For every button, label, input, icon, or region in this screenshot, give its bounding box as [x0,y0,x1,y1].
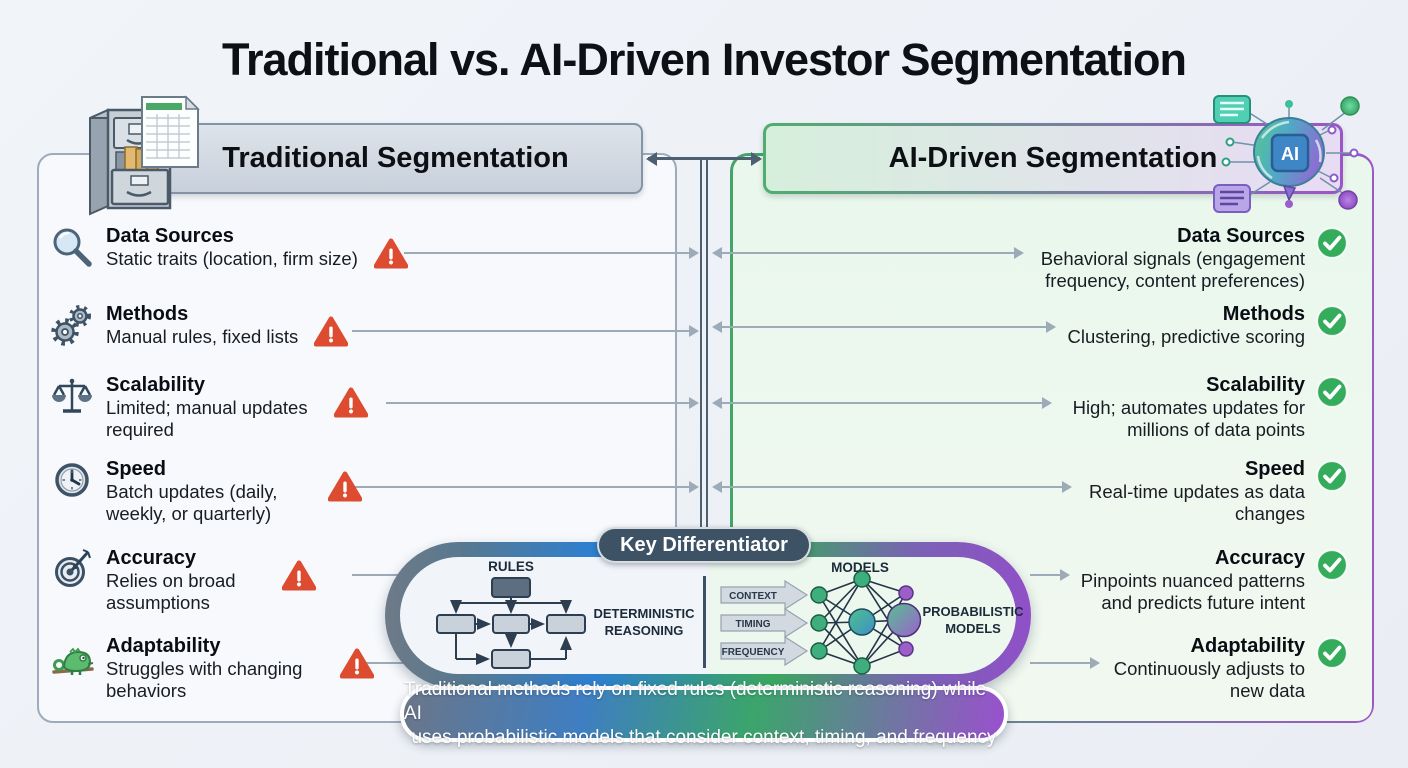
traditional-row-data-sources: Data Sources Static traits (location, fi… [50,224,408,270]
connector-right-1 [712,246,1024,259]
check-icon [1316,376,1348,408]
row-label: Speed [106,458,167,480]
row-desc: Manual rules, fixed lists [106,326,299,347]
rules-label: RULES [488,559,534,574]
warning-icon [282,560,316,591]
traditional-row-adaptability: Adaptability Struggles with changing beh… [50,634,374,701]
caption-banner: Traditional methods rely on fixed rules … [400,679,1008,748]
scale-icon [52,378,92,413]
row-desc: Relies on broad assumptions [106,570,236,613]
headers-connector-arrow [646,151,762,166]
ai-header: AI-Driven Segmentation [763,123,1343,194]
ai-brain-icon: AI [1213,95,1360,213]
connector-right-4 [712,480,1072,493]
row-label: Speed [1244,458,1305,480]
input-context-label: CONTEXT [729,591,777,602]
traditional-row-methods: Methods Manual rules, fixed lists [50,302,349,348]
probabilistic-label-line1: PROBABILISTIC [922,604,1024,619]
row-label: Scalability [106,374,205,396]
check-icon [1316,460,1348,492]
row-label: Scalability [1206,374,1305,396]
row-label: Adaptability [106,635,221,657]
rules-flowchart: RULES DETERMINISTIC REASONING [436,559,695,669]
row-desc: High; automates updates for millions of … [1072,397,1305,440]
connector-right-2 [712,320,1056,333]
probabilistic-label-line2: MODELS [945,621,1001,636]
connector-left-5 [352,574,398,576]
magnifier-icon [53,228,92,267]
ai-row-accuracy: Accuracy Pinpoints nuanced patterns and … [1013,546,1348,613]
traditional-row-speed: Speed Batch updates (daily, weekly, or q… [50,457,362,524]
row-label: Methods [1222,303,1305,325]
row-label: Adaptability [1190,635,1305,657]
connector-left-6 [352,662,404,664]
warning-icon [373,238,408,269]
row-desc: Behavioral signals (engagement frequency… [1040,248,1305,291]
row-desc: Batch updates (daily, weekly, or quarter… [106,481,278,524]
traditional-header: Traditional Segmentation [148,123,643,194]
ai-row-methods: Methods Clustering, predictive scoring [1013,302,1348,348]
ai-row-scalability: Scalability High; automates updates for … [1013,373,1348,440]
models-network: MODELS CONTEXT TIMING FREQUENCY PROBABIL… [720,560,1024,675]
check-icon [1316,637,1348,669]
target-icon [55,549,91,587]
row-desc: Continuously adjusts to new data [1113,658,1305,701]
ai-header-label: AI-Driven Segmentation [888,142,1218,174]
row-desc: Static traits (location, firm size) [106,248,358,269]
connector-right-3 [712,396,1052,409]
ai-chip-label: AI [1281,144,1299,164]
connector-left-4 [352,480,699,493]
pill-divider-line [703,576,706,668]
row-desc: Clustering, predictive scoring [1067,326,1305,347]
row-label: Accuracy [106,547,197,569]
connector-right-5 [1030,568,1070,581]
page-title: Traditional vs. AI-Driven Investor Segme… [221,34,1187,85]
traditional-header-label: Traditional Segmentation [222,142,569,174]
chameleon-icon [52,647,94,675]
gears-icon [51,305,91,346]
ai-row-speed: Speed Real-time updates as data changes [1013,457,1348,524]
caption-line2: uses probabilistic models that consider … [411,727,997,748]
deterministic-label-line1: DETERMINISTIC [593,606,695,621]
models-label: MODELS [831,560,889,575]
row-label: Data Sources [1177,225,1305,247]
warning-icon [314,316,349,347]
row-desc: Real-time updates as data changes [1089,481,1305,524]
connector-right-6 [1030,656,1100,669]
ai-row-adaptability: Adaptability Continuously adjusts to new… [1013,634,1348,701]
check-icon [1316,227,1348,259]
connector-left-3 [386,396,699,409]
warning-icon [340,648,374,679]
input-frequency-label: FREQUENCY [722,647,785,658]
row-desc: Pinpoints nuanced patterns and predicts … [1080,570,1305,613]
row-desc: Limited; manual updates required [106,397,308,440]
check-icon [1316,549,1348,581]
row-label: Accuracy [1214,547,1305,569]
warning-icon [334,387,368,418]
traditional-row-scalability: Scalability Limited; manual updates requ… [50,373,368,440]
check-icon [1316,305,1348,337]
file-cabinet-icon [89,95,200,216]
traditional-row-accuracy: Accuracy Relies on broad assumptions [50,546,316,613]
caption-line1: Traditional methods rely on fixed rules … [404,679,987,724]
warning-icon [328,471,362,502]
deterministic-label-line2: REASONING [605,623,684,638]
connector-left-2 [352,324,699,337]
row-label: Methods [106,303,189,325]
input-timing-label: TIMING [736,619,771,630]
center-divider-line [700,160,708,528]
row-desc: Struggles with changing behaviors [106,658,303,701]
clock-icon [55,463,89,497]
connector-left-1 [404,246,699,259]
row-label: Data Sources [106,225,234,247]
ai-row-data-sources: Data Sources Behavioral signals (engagem… [1013,224,1348,291]
key-differentiator-badge: Key Differentiator [597,527,811,563]
